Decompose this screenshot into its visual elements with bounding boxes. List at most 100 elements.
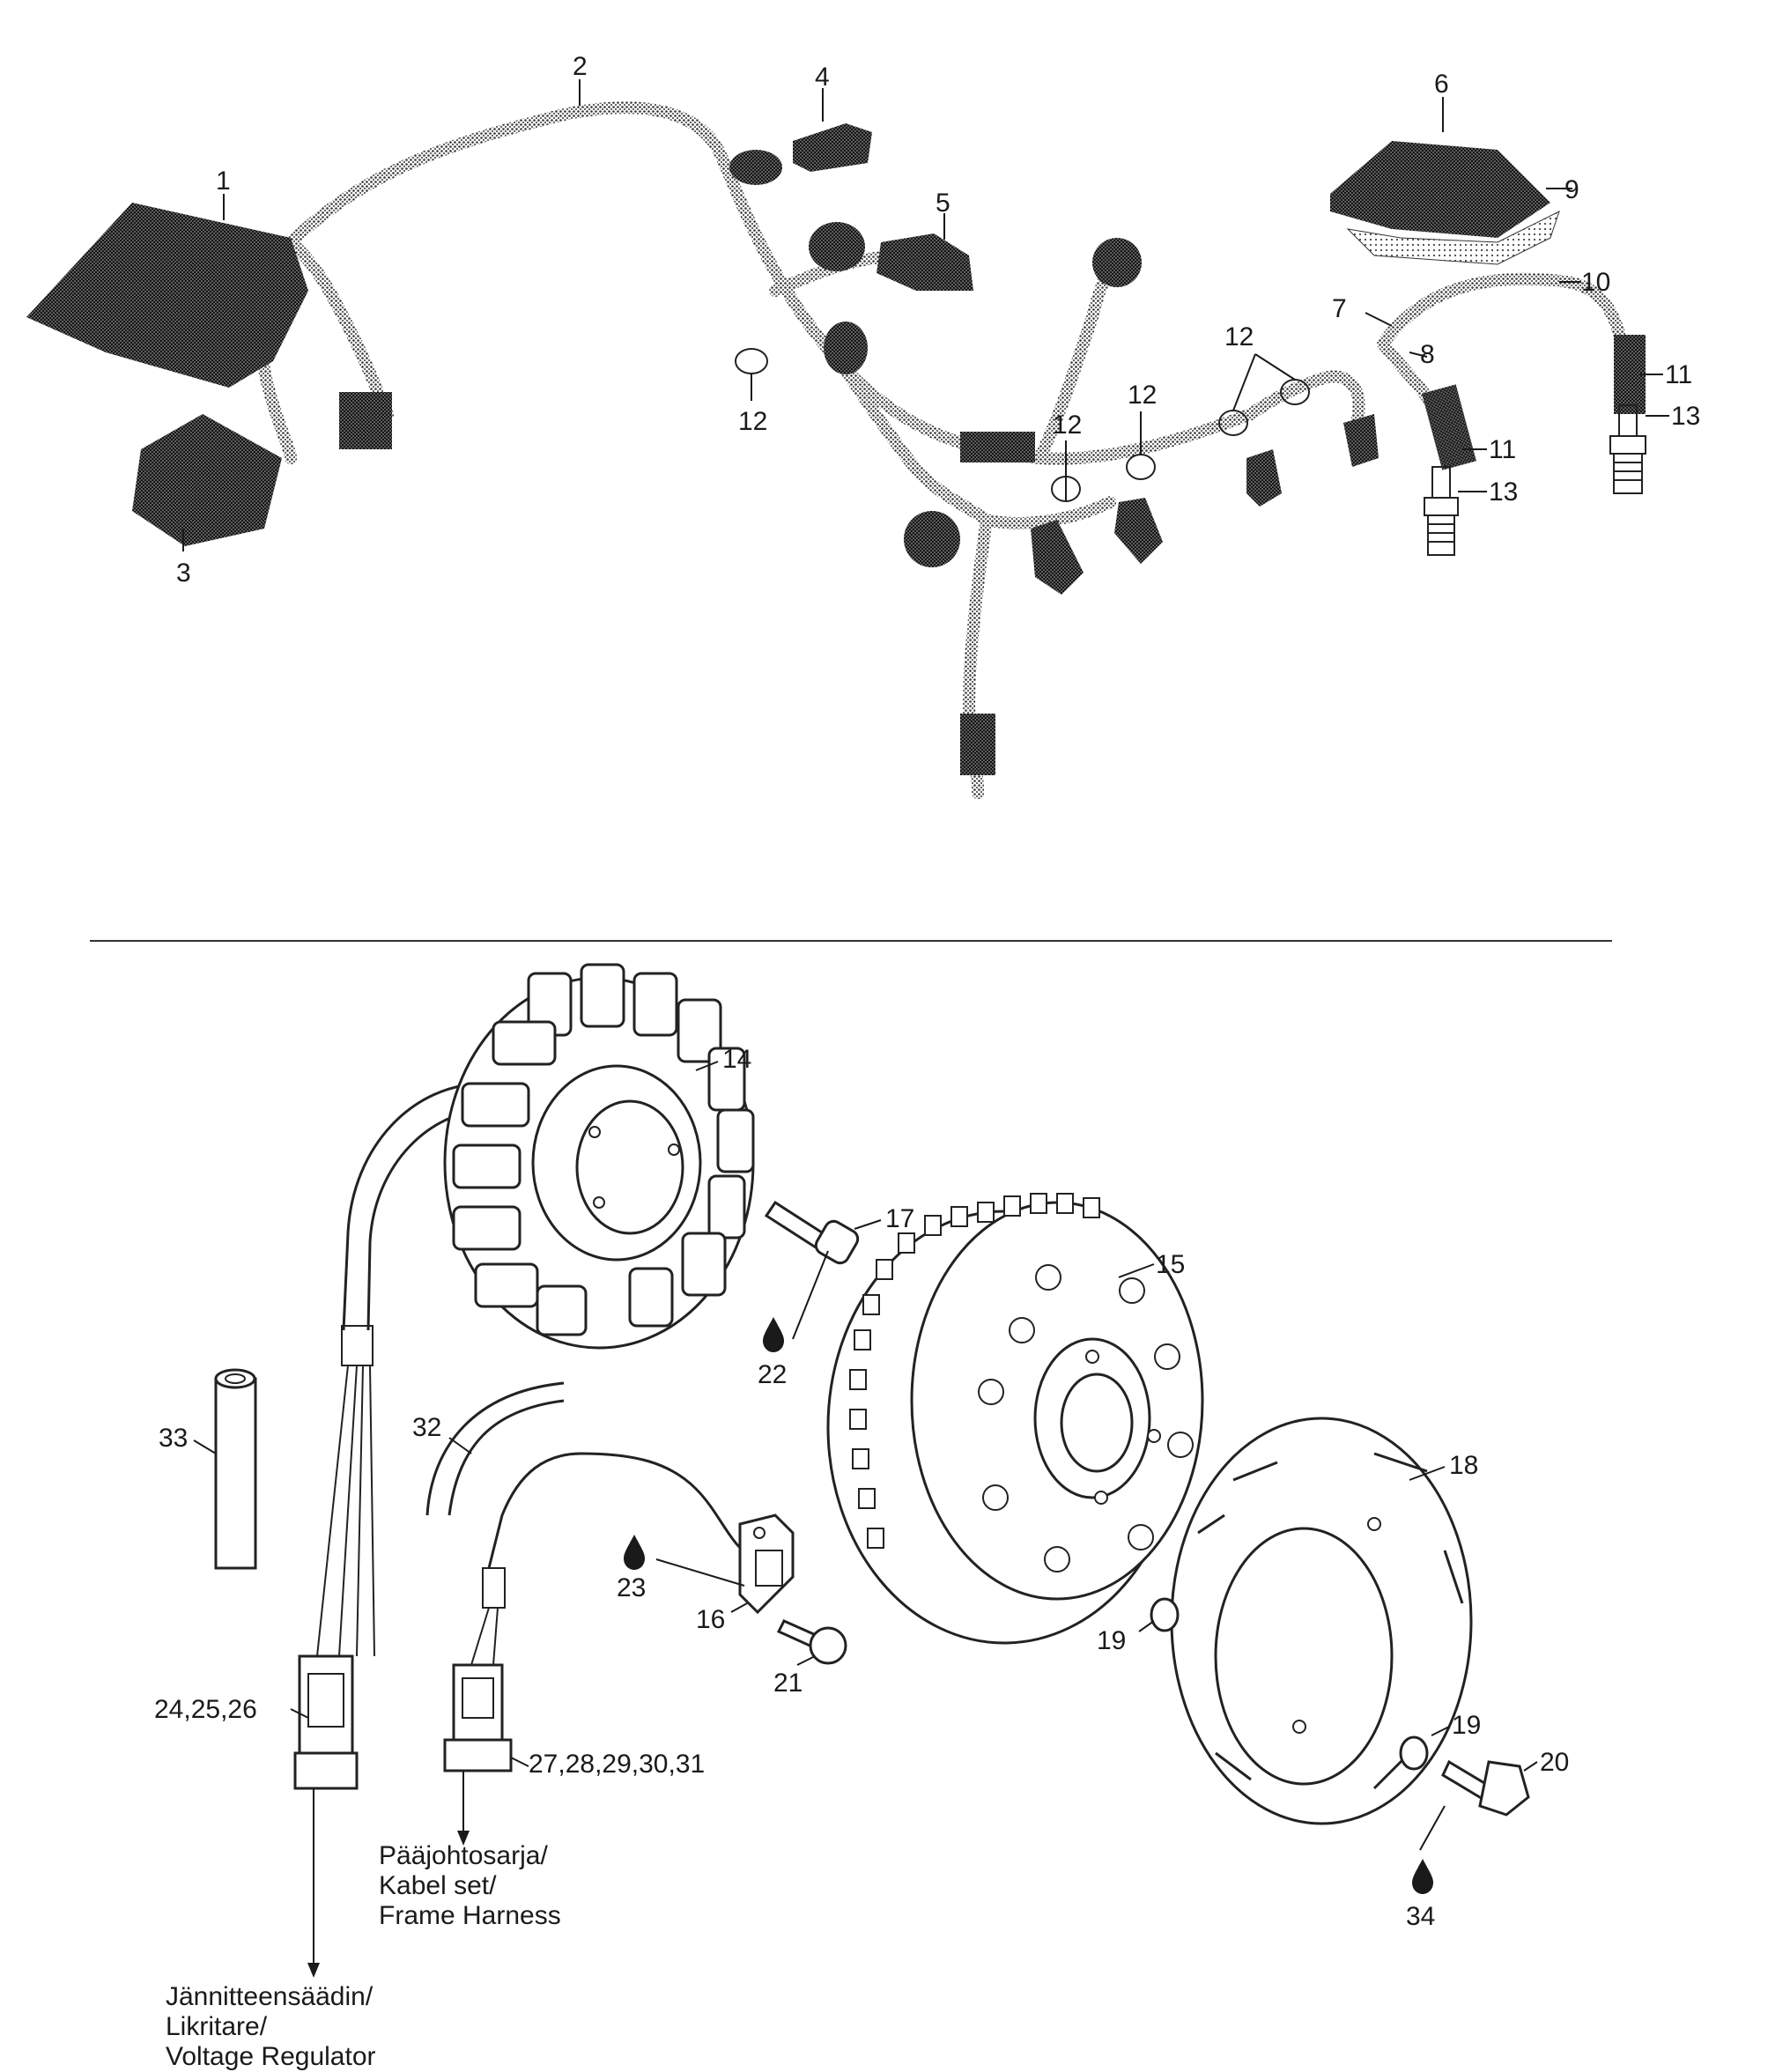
connector bbox=[339, 392, 392, 449]
stator-wires bbox=[316, 1365, 375, 1657]
protective-sleeve-32 bbox=[425, 1381, 565, 1516]
callout-10: 10 bbox=[1581, 268, 1610, 297]
frame-harness-note-line2: Kabel set/ bbox=[379, 1871, 497, 1900]
callout-13b: 13 bbox=[1671, 402, 1700, 431]
callout-12c: 12 bbox=[1128, 381, 1157, 410]
trigger-coil-cable bbox=[487, 1452, 758, 1569]
module-3 bbox=[132, 414, 282, 546]
harness-branch bbox=[840, 364, 1116, 529]
callout-labels: 1 2 3 4 5 6 7 8 9 10 11 11 12 12 12 12 1… bbox=[154, 52, 1700, 1931]
bolt-20 bbox=[1441, 1759, 1530, 1817]
harness-branch bbox=[285, 236, 394, 420]
callout-24-25-26: 24,25,26 bbox=[154, 1695, 257, 1724]
callout-11b: 11 bbox=[1489, 435, 1516, 464]
sensor-sleeve-11a bbox=[1422, 384, 1476, 470]
callout-12b: 12 bbox=[1053, 411, 1082, 440]
cable-clip bbox=[735, 348, 768, 374]
connector bbox=[1092, 238, 1142, 287]
harness-branch bbox=[1245, 370, 1365, 429]
callout-20: 20 bbox=[1540, 1748, 1569, 1777]
callout-33: 33 bbox=[159, 1424, 188, 1453]
ecu-module bbox=[26, 203, 308, 388]
magneto-group bbox=[214, 963, 1530, 1825]
washer-19a bbox=[1150, 1597, 1180, 1632]
spacer-tube-33 bbox=[214, 1368, 257, 1570]
relay-module-6 bbox=[1330, 141, 1550, 238]
callout-21: 21 bbox=[773, 1669, 803, 1698]
screw-17 bbox=[764, 1200, 860, 1265]
flywheel-15 bbox=[826, 1193, 1204, 1645]
callout-19a: 19 bbox=[1097, 1626, 1126, 1655]
connector bbox=[1246, 449, 1282, 507]
connector-27-31 bbox=[443, 1663, 513, 1772]
callout-3: 3 bbox=[176, 559, 191, 588]
relay-bracket-9 bbox=[1346, 211, 1560, 265]
callout-1: 1 bbox=[216, 166, 231, 196]
callout-34: 34 bbox=[1406, 1902, 1435, 1931]
frame-harness-note-line3: Frame Harness bbox=[379, 1901, 561, 1930]
callout-19b: 19 bbox=[1452, 1711, 1481, 1740]
wiring-harness bbox=[285, 101, 1257, 465]
connector-24-25-26 bbox=[293, 1654, 359, 1790]
callout-23: 23 bbox=[617, 1573, 646, 1602]
callout-17: 17 bbox=[885, 1204, 914, 1233]
stator-14 bbox=[443, 963, 755, 1350]
callout-32: 32 bbox=[412, 1413, 441, 1442]
washer-19b bbox=[1399, 1735, 1429, 1771]
callout-12d: 12 bbox=[1224, 322, 1254, 352]
callout-11a: 11 bbox=[1665, 360, 1692, 389]
voltage-regulator-note: Jännitteensäädin/ Likritare/ Voltage Reg… bbox=[166, 1982, 376, 2072]
temperature-sensor-13a bbox=[1424, 466, 1459, 556]
callout-4: 4 bbox=[815, 63, 830, 92]
arrow-down-icon bbox=[307, 1963, 320, 1978]
callout-8: 8 bbox=[1420, 340, 1435, 369]
callout-15: 15 bbox=[1156, 1250, 1185, 1279]
connector bbox=[904, 511, 960, 567]
wiring-harness-group bbox=[26, 101, 1646, 799]
callout-16: 16 bbox=[696, 1605, 725, 1634]
callout-14: 14 bbox=[722, 1045, 751, 1074]
ring-18 bbox=[1170, 1417, 1473, 1825]
connector bbox=[960, 714, 995, 775]
connector-4b bbox=[793, 123, 872, 172]
callout-18: 18 bbox=[1449, 1451, 1478, 1480]
trigger-coil-16 bbox=[738, 1513, 795, 1615]
callout-12a: 12 bbox=[738, 407, 767, 436]
trigger-wires bbox=[470, 1607, 499, 1666]
connector-4a bbox=[729, 150, 782, 185]
connector bbox=[824, 322, 868, 374]
callout-2: 2 bbox=[573, 52, 588, 81]
callout-5: 5 bbox=[936, 189, 950, 218]
voltage-regulator-note-line3: Voltage Regulator bbox=[166, 2042, 376, 2071]
cable-sleeve bbox=[341, 1325, 374, 1366]
callout-13a: 13 bbox=[1489, 477, 1518, 507]
drop-icon bbox=[763, 1317, 784, 1352]
frame-harness-note-line1: Pääjohtosarja/ bbox=[379, 1841, 548, 1870]
drop-icon bbox=[1412, 1859, 1433, 1894]
cable-sleeve bbox=[482, 1567, 506, 1609]
connector-5a bbox=[809, 222, 865, 271]
arrow-heads bbox=[307, 1831, 470, 1978]
connector bbox=[1343, 414, 1379, 467]
callout-9: 9 bbox=[1564, 175, 1579, 204]
stator-cable bbox=[342, 1082, 485, 1331]
temperature-sensor-13b bbox=[1609, 404, 1646, 494]
frame-harness-note: Pääjohtosarja/ Kabel set/ Frame Harness bbox=[379, 1841, 561, 1931]
arrow-down-icon bbox=[457, 1831, 470, 1846]
callout-22: 22 bbox=[758, 1360, 787, 1389]
voltage-regulator-note-line2: Likritare/ bbox=[166, 2012, 268, 2041]
connector bbox=[960, 432, 1035, 462]
connector bbox=[1031, 520, 1084, 595]
callout-6: 6 bbox=[1434, 70, 1449, 99]
connector-5b bbox=[877, 233, 973, 291]
drop-icon bbox=[624, 1535, 645, 1570]
cable-clip bbox=[1126, 454, 1156, 480]
callout-27-31: 27,28,29,30,31 bbox=[529, 1750, 705, 1779]
callout-7: 7 bbox=[1332, 294, 1347, 323]
voltage-regulator-note-line1: Jännitteensäädin/ bbox=[166, 1982, 374, 2011]
leader-lines bbox=[182, 79, 1669, 1965]
screw-21 bbox=[776, 1619, 847, 1665]
connector bbox=[1114, 498, 1163, 564]
